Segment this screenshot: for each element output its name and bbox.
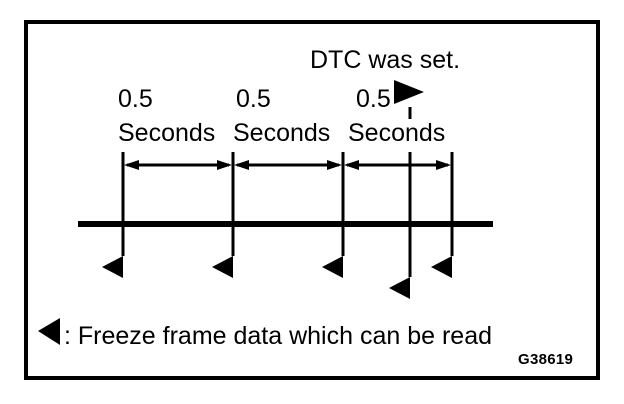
- dimension-arrow-2: [234, 160, 342, 170]
- freeze-frame-marker-3: [322, 256, 343, 278]
- legend-text: : Freeze frame data which can be read: [64, 322, 492, 350]
- interval-unit-3: Seconds: [348, 119, 445, 147]
- dtc-was-set-label: DTC was set.: [310, 46, 460, 74]
- dimension-arrow-1: [124, 160, 232, 170]
- legend-left-triangle-icon: [38, 318, 60, 345]
- freeze-frame-marker-5: [431, 256, 452, 278]
- freeze-frame-marker-dtc: [389, 277, 410, 299]
- interval-value-1: 0.5: [118, 85, 153, 113]
- interval-unit-1: Seconds: [118, 119, 215, 147]
- dtc-right-triangle-icon: [394, 80, 424, 104]
- freeze-frame-marker-2: [212, 256, 233, 278]
- freeze-frame-marker-1: [102, 256, 123, 278]
- figure-code: G38619: [518, 351, 573, 368]
- interval-value-3: 0.5: [356, 85, 391, 113]
- figure-border: [24, 20, 600, 380]
- interval-unit-2: Seconds: [233, 119, 330, 147]
- dimension-arrow-3: [344, 160, 451, 170]
- interval-value-2: 0.5: [236, 85, 271, 113]
